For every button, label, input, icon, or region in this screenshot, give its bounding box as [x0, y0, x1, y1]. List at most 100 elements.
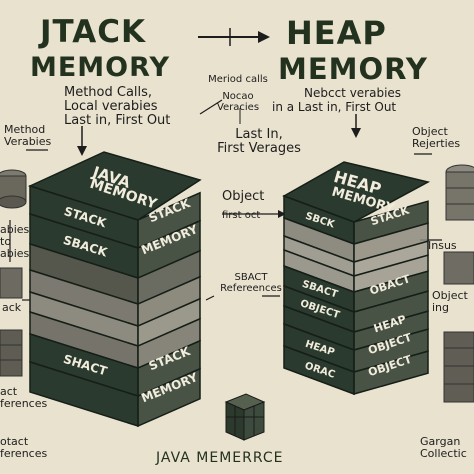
left-side-mid-line1: abies	[0, 223, 30, 236]
left-stack-layer: SHACT STACK	[29, 332, 201, 398]
left-stack-layer	[29, 310, 201, 370]
left-mini-stack-1	[0, 169, 27, 209]
right-stack-layer-label: ORAC	[303, 361, 336, 381]
left-side-mid-line2: to	[0, 235, 12, 248]
right-mini-stack-2	[443, 251, 474, 403]
left-stack-layer	[29, 290, 201, 348]
right-stack-layer-label: SBCK	[304, 211, 337, 231]
left-side-refs-label: act ferences	[0, 386, 47, 410]
right-top-note-line2: in a Last in, First Out	[272, 100, 397, 114]
right-stack-layer: ORAC OBJECT	[283, 344, 429, 396]
cube-icon	[224, 393, 266, 441]
left-stack-layer	[29, 242, 201, 306]
right-stack-layer-label: OBJECT	[299, 298, 341, 321]
right-stack-top-label-1: HEAP	[332, 167, 384, 199]
middle-note-line1: Last In,	[235, 127, 283, 142]
left-top-note: Method Calls, Local verabies Last in, Fi…	[64, 86, 170, 128]
right-stack-layer	[283, 248, 429, 294]
left-stack-top-label-2: MEMORY	[88, 176, 160, 213]
left-top-note-line1: Method Calls,	[64, 85, 153, 100]
sbact-note: SBACT Refereences	[216, 272, 286, 294]
center-note: Meriod calls Nocao Veracies	[196, 74, 280, 113]
bottom-caption: JAVA MEMERRCE	[156, 450, 284, 466]
right-side-object-line2: Rejerties	[412, 137, 461, 150]
right-side-object2-line2: ing	[432, 301, 450, 314]
left-side-bottom-line2: ferences	[0, 447, 48, 460]
left-side-method-line1: Method	[4, 123, 46, 136]
left-stack-layer-label: SBACK	[62, 233, 110, 260]
right-stack-layer-label: OBJECT	[367, 353, 414, 379]
left-down-arrow-head	[77, 146, 87, 156]
left-stack-top-face	[27, 151, 202, 221]
left-side-bottom-label: otact ferences	[0, 436, 47, 460]
right-side-bottom-line1: Gargan	[420, 435, 461, 448]
left-stack-layer-label: SHACT	[62, 352, 110, 379]
left-side-refs-line1: act	[0, 385, 18, 398]
left-stack-top-label-1: JAVA	[90, 162, 133, 191]
left-stack-layer: SBACK MEMORY	[29, 212, 201, 280]
heap-title-line1: HEAP	[286, 14, 387, 52]
right-side-object-line1: Object	[412, 125, 448, 138]
left-side-method-line2: Verabies	[4, 135, 52, 148]
left-stack-layer	[29, 268, 201, 328]
object-note-line1: Object	[222, 189, 265, 204]
right-side-object2-line1: Object	[432, 289, 468, 302]
right-stack-layer	[283, 216, 429, 264]
right-top-note-line1: Nebcct verabies	[304, 86, 402, 100]
right-stack-top-label-2: MEMORY	[330, 185, 397, 217]
left-stack-layer-label: STACK	[62, 204, 108, 230]
right-mini-stack-1	[445, 164, 474, 221]
left-stack-layer-label: STACK	[147, 344, 193, 373]
right-stack-layer	[283, 234, 429, 278]
left-side-bottom-line1: otact	[0, 435, 29, 448]
left-side-mid-line3: abies	[0, 247, 30, 260]
right-stack-top-face	[282, 161, 431, 223]
right-stack-layer-label: OBACT	[368, 272, 412, 297]
object-note: Object first oct	[222, 189, 265, 222]
left-stack-layer-label: MEMORY	[139, 222, 200, 257]
right-stack-layer-label: OBJECT	[367, 331, 414, 357]
right-stack-layer: OBJECT	[283, 284, 429, 334]
right-top-note: Nebcct verabies in a Last in, First Out	[272, 86, 401, 114]
heap-title-line2: MEMORY	[278, 52, 428, 86]
right-side-bottom-label: Gargan Collectic	[420, 436, 467, 460]
right-stack-layer-label: SBACT	[301, 279, 339, 301]
center-note-line3: Veracies	[216, 102, 260, 113]
right-stack-layer: SBCK STACK	[283, 194, 429, 246]
right-down-arrow-head	[351, 128, 361, 138]
object-arrow-head	[278, 210, 286, 218]
left-top-note-line3: Last in, First Out	[64, 113, 171, 128]
left-side-mid-label: abies to abies	[0, 224, 29, 260]
object-note-line2: first oct	[222, 210, 261, 221]
sbact-note-line1: SBACT	[234, 272, 268, 283]
left-stack-layer-label: STACK	[147, 196, 193, 225]
right-stack-layer-label: STACK	[369, 204, 411, 229]
right-stack-layer-label: HEAP	[372, 313, 408, 336]
left-stack-layer: MEMORY	[29, 360, 201, 428]
refs-arrow-shaft	[205, 295, 215, 301]
left-mini-stack-2	[0, 267, 23, 377]
left-side-refs-line2: ferences	[0, 397, 48, 410]
middle-note-line2: First Verages	[217, 141, 301, 156]
left-side-method-label: Method Verabies	[4, 124, 51, 148]
right-side-object2-label: Object ing	[432, 290, 468, 314]
title-arrow-head	[258, 31, 270, 43]
middle-note: Last In, First Verages	[214, 128, 304, 156]
stack-title-line2: MEMORY	[30, 52, 170, 83]
left-side-stack-label: ack	[2, 301, 22, 314]
center-note-line1: Meriod calls	[208, 74, 268, 85]
left-top-note-line2: Local verabies	[64, 99, 158, 114]
right-stack-layer: HEAP	[283, 304, 429, 352]
right-side-object-label: Object Rejerties	[412, 126, 460, 150]
center-note-line2: Nocao	[222, 91, 254, 102]
right-stack-layer: SBACT OBACT	[283, 264, 429, 314]
sbact-note-line2: Refereences	[220, 283, 282, 294]
right-side-bottom-line2: Collectic	[420, 447, 467, 460]
right-side-insus-label: Insus	[428, 239, 457, 252]
left-stack-layer: STACK STACK	[29, 184, 201, 250]
left-stack-layer-label: MEMORY	[139, 370, 200, 405]
